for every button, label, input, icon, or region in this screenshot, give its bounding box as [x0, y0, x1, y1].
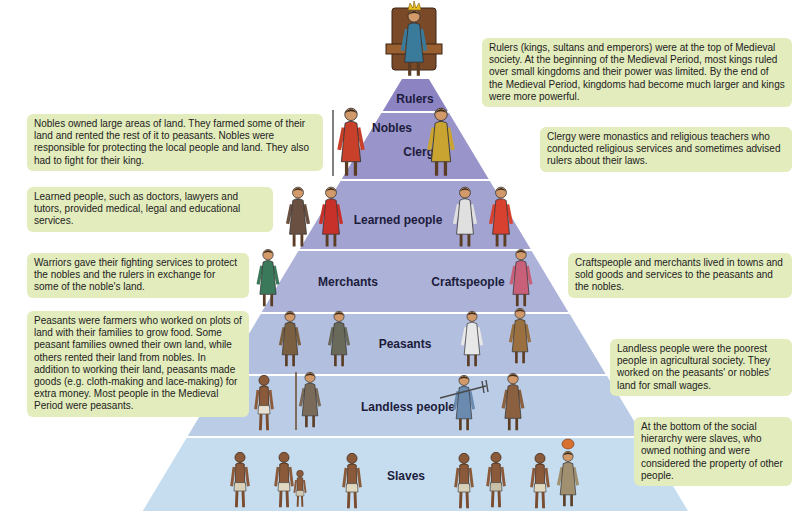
callout-box: Nobles owned large areas of land. They f… — [27, 114, 323, 171]
crown — [408, 1, 421, 10]
band-fill — [186, 375, 645, 437]
hierarchy-band: Learned people — [298, 180, 532, 250]
hierarchy-band: Peasants — [223, 313, 607, 375]
hierarchy-band: Landless people — [186, 375, 645, 437]
king-illustration — [386, 1, 442, 76]
band-label: Craftspeople — [431, 275, 504, 289]
callout-text: Rulers (kings, sultans and emperors) wer… — [489, 42, 785, 103]
band-label: Nobles — [372, 121, 412, 135]
band-fill — [381, 78, 450, 112]
band-label: Clergy — [403, 145, 440, 159]
throne-seat — [386, 44, 442, 54]
callout-text: Warriors gave their fighting services to… — [34, 257, 242, 294]
callout-text: Clergy were monastics and religious teac… — [547, 131, 785, 168]
band-fill — [223, 313, 607, 375]
callout-text: Landless people were the poorest people … — [617, 343, 785, 392]
king-figure — [402, 10, 425, 76]
band-fill — [340, 112, 490, 180]
callout-box: Peasants were farmers who worked on plot… — [27, 311, 249, 417]
callout-box: Landless people were the poorest people … — [610, 339, 792, 396]
hierarchy-band: Merchants Craftspeople — [260, 250, 570, 313]
callout-text: At the bottom of the social hierarchy we… — [641, 421, 785, 482]
callout-box: Craftspeople and merchants lived in town… — [568, 253, 792, 298]
hierarchy-band: Slaves — [141, 437, 690, 512]
callout-box: At the bottom of the social hierarchy we… — [634, 417, 792, 486]
callout-box: Clergy were monastics and religious teac… — [540, 127, 792, 172]
band-fill — [260, 250, 570, 313]
band-fill — [141, 437, 690, 512]
callout-box: Warriors gave their fighting services to… — [27, 253, 249, 298]
hierarchy-band: NoblesClergy — [340, 112, 490, 180]
band-label: Rulers — [396, 92, 433, 106]
band-label: Merchants — [318, 275, 378, 289]
hierarchy-band: Rulers — [381, 78, 450, 112]
callout-text: Craftspeople and merchants lived in town… — [575, 257, 785, 294]
band-label: Landless people — [361, 400, 455, 414]
callout-text: Learned people, such as doctors, lawyers… — [34, 191, 266, 228]
throne — [392, 8, 436, 70]
band-label: Slaves — [387, 469, 425, 483]
band-shape — [260, 250, 570, 313]
callout-box: Learned people, such as doctors, lawyers… — [27, 187, 273, 232]
callout-text: Peasants were farmers who worked on plot… — [34, 315, 242, 413]
callout-box: Rulers (kings, sultans and emperors) wer… — [482, 38, 792, 107]
band-fill — [298, 180, 532, 250]
callout-text: Nobles owned large areas of land. They f… — [34, 118, 316, 167]
band-label: Peasants — [379, 337, 432, 351]
spear — [332, 110, 334, 176]
band-label: Learned people — [354, 213, 443, 227]
